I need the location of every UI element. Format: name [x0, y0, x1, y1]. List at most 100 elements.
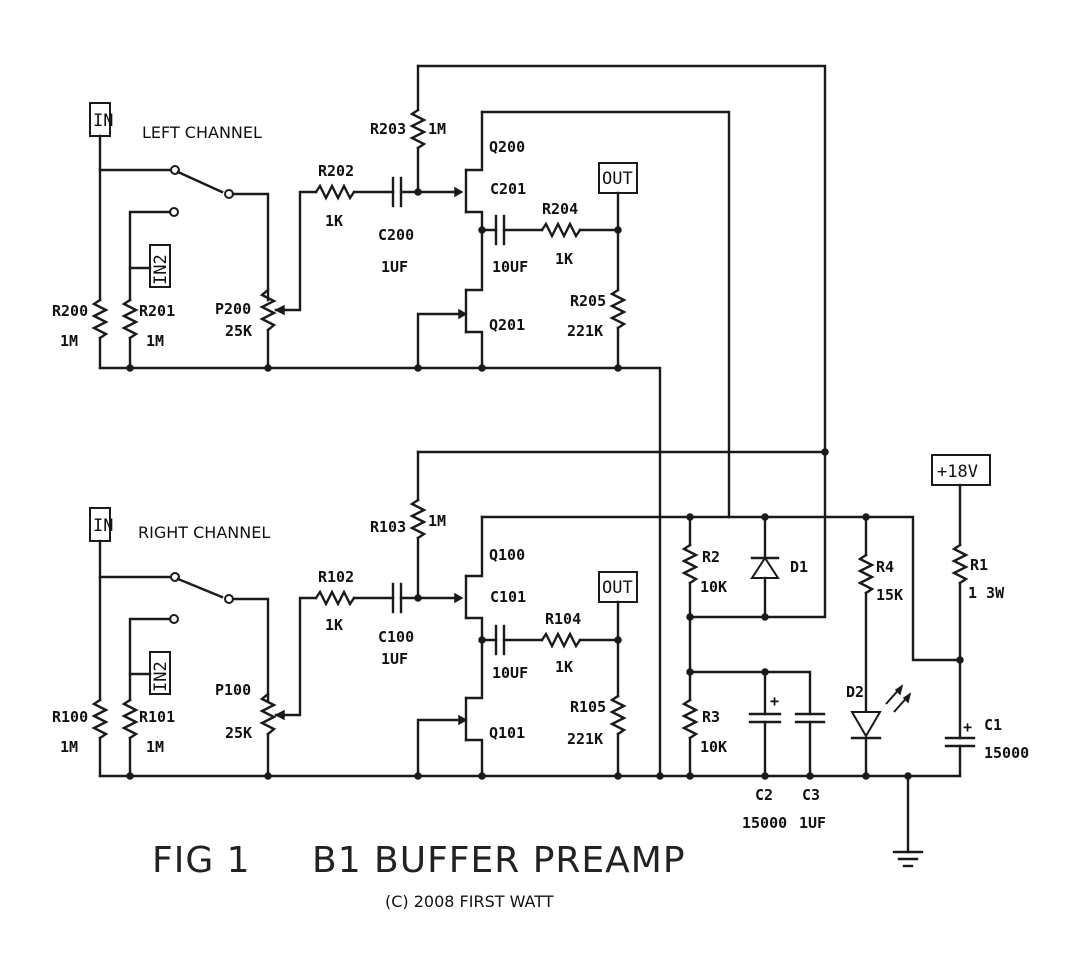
r200-value: 1M	[60, 332, 78, 350]
figure-title: FIG 1	[152, 840, 251, 881]
p100-value: 25K	[225, 724, 252, 742]
q201-transistor	[416, 228, 484, 370]
q100-transistor	[454, 515, 484, 642]
c100-ref: C100	[378, 628, 414, 646]
c3-value: 1UF	[799, 814, 826, 832]
p200-potentiometer	[259, 288, 277, 332]
r201-value: 1M	[146, 332, 164, 350]
r102-resistor	[314, 589, 356, 607]
c200-ref: C200	[378, 226, 414, 244]
p100-potentiometer	[259, 692, 277, 736]
q101-ref: Q101	[489, 724, 525, 742]
r103-ref: R103	[370, 518, 406, 536]
right-channel-label: RIGHT CHANNEL	[138, 523, 270, 542]
top-wiring	[416, 64, 962, 662]
c201-value: 10UF	[492, 258, 528, 276]
r1-value: 1 3W	[968, 584, 1005, 602]
r202-resistor	[314, 183, 356, 201]
power-supply: R2 10K D1 R3 10K + C2 15000 C3 1UF	[98, 448, 1029, 868]
right-in2-box	[149, 651, 171, 695]
left-channel-label: LEFT CHANNEL	[142, 123, 262, 142]
p100-ref: P100	[215, 681, 251, 699]
c2-polarity: +	[770, 692, 779, 710]
c1-ref: C1	[984, 716, 1002, 734]
r100-value: 1M	[60, 738, 78, 756]
q101-transistor	[416, 638, 484, 778]
left-in2-label: IN2	[151, 254, 171, 285]
ground-symbol	[892, 850, 924, 868]
c200-value: 1UF	[381, 258, 408, 276]
right-channel: IN RIGHT CHANNEL R100 1M IN2 R101 1M P10…	[52, 450, 638, 778]
r105-resistor	[609, 694, 627, 736]
r205-ref: R205	[570, 292, 606, 310]
r100-resistor	[91, 698, 109, 740]
p200-ref: P200	[215, 300, 251, 318]
r104-ref: R104	[545, 610, 581, 628]
left-out-label: OUT	[602, 169, 633, 189]
figure-name: B1 BUFFER PREAMP	[312, 840, 686, 881]
right-in-label: IN	[93, 516, 113, 536]
c201-ref: C201	[490, 180, 526, 198]
r203-resistor	[409, 108, 427, 150]
r2-value: 10K	[700, 578, 727, 596]
p200-value: 25K	[225, 322, 252, 340]
r1-ref: R1	[970, 556, 988, 574]
r202-value: 1K	[325, 212, 343, 230]
c1-value: 15000	[984, 744, 1029, 762]
c3-ref: C3	[802, 786, 820, 804]
r203-ref: R203	[370, 120, 406, 138]
r200-ref: R200	[52, 302, 88, 320]
r100-ref: R100	[52, 708, 88, 726]
c2-ref: C2	[755, 786, 773, 804]
r101-ref: R101	[139, 708, 175, 726]
r102-value: 1K	[325, 616, 343, 634]
c101-ref: C101	[490, 588, 526, 606]
d2-ref: D2	[846, 683, 864, 701]
right-in2-label: IN2	[151, 661, 171, 692]
r4-ref: R4	[876, 558, 894, 576]
r200-resistor	[91, 298, 109, 340]
r3-resistor	[681, 698, 699, 740]
d2-led	[850, 711, 882, 738]
d1-ref: D1	[790, 558, 808, 576]
r204-resistor	[540, 221, 582, 239]
r3-ref: R3	[702, 708, 720, 726]
r102-ref: R102	[318, 568, 354, 586]
right-out-label: OUT	[602, 578, 633, 598]
r103-resistor	[409, 498, 427, 540]
r205-resistor	[609, 288, 627, 330]
r202-ref: R202	[318, 162, 354, 180]
r3-value: 10K	[700, 738, 727, 756]
r103-value: 1M	[428, 512, 446, 530]
r105-ref: R105	[570, 698, 606, 716]
r201-resistor	[121, 298, 139, 340]
r4-resistor	[857, 553, 875, 595]
r101-resistor	[121, 698, 139, 740]
r203-value: 1M	[428, 120, 446, 138]
r105-value: 221K	[567, 730, 603, 748]
supply-label: +18V	[937, 462, 978, 482]
q100-ref: Q100	[489, 546, 525, 564]
q200-transistor	[454, 110, 484, 232]
r201-ref: R201	[139, 302, 175, 320]
left-channel: IN LEFT CHANNEL R200 1M IN2 R201 1M P200…	[52, 64, 662, 778]
q200-ref: Q200	[489, 138, 525, 156]
r1-resistor	[951, 543, 969, 585]
q201-ref: Q201	[489, 316, 525, 334]
left-in-label: IN	[93, 111, 113, 131]
r101-value: 1M	[146, 738, 164, 756]
r204-ref: R204	[542, 200, 578, 218]
r4-value: 15K	[876, 586, 903, 604]
c1-polarity: +	[963, 718, 972, 736]
left-in2-box	[149, 244, 171, 288]
r204-value: 1K	[555, 250, 573, 268]
c100-value: 1UF	[381, 650, 408, 668]
r104-value: 1K	[555, 658, 573, 676]
c101-value: 10UF	[492, 664, 528, 682]
r2-resistor	[681, 543, 699, 585]
r104-resistor	[540, 631, 582, 649]
c2-value: 15000	[742, 814, 787, 832]
copyright: (C) 2008 FIRST WATT	[385, 892, 554, 911]
r2-ref: R2	[702, 548, 720, 566]
